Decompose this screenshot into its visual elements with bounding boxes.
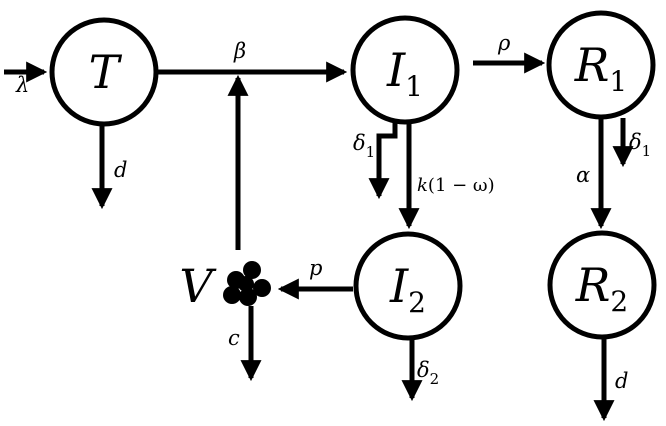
node-t: T	[49, 17, 159, 127]
rho-label: ρ	[497, 31, 511, 55]
delta1-r1-label: δ1	[629, 130, 651, 160]
arrow-i1-death	[368, 118, 398, 200]
edges	[4, 52, 634, 422]
d-r2-label: d	[615, 369, 628, 393]
node-r2-label: R2	[575, 258, 628, 318]
node-i2-label: I2	[389, 259, 426, 319]
d-t-label: d	[114, 158, 127, 182]
node-v-label: V	[179, 259, 217, 313]
node-i1-circle	[350, 15, 460, 125]
node-t-label: T	[89, 45, 123, 99]
lambda-label: λ	[15, 73, 29, 97]
node-i2-circle	[353, 231, 463, 341]
node-r2-circle	[547, 230, 657, 340]
node-r1: R1	[546, 10, 656, 120]
delta1-i1-label: δ1	[353, 131, 375, 161]
node-i1-label: I1	[386, 43, 423, 103]
node-r1-label: R1	[574, 38, 627, 98]
k-omega-label: k(1 − ω)	[417, 175, 495, 196]
node-r1-circle	[546, 10, 656, 120]
alpha-label: α	[576, 163, 590, 187]
node-i2: I2	[353, 231, 463, 341]
node-i1: I1	[350, 15, 460, 125]
delta2-label: δ2	[417, 358, 439, 388]
node-t-circle	[49, 17, 159, 127]
node-v: V	[179, 259, 271, 313]
virus-icon	[223, 261, 271, 306]
p-label: p	[309, 256, 322, 280]
node-r2: R2	[547, 230, 657, 340]
beta-label: β	[233, 39, 246, 63]
c-label: c	[228, 326, 240, 350]
